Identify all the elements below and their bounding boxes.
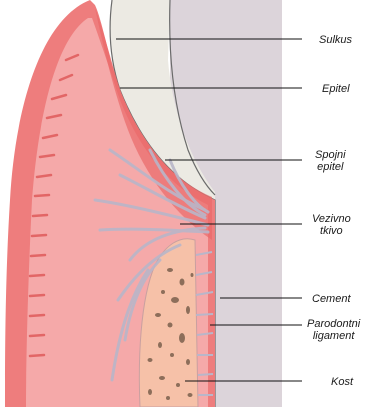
- label-parodontni-ligament-line2: ligament: [307, 330, 360, 342]
- label-epitel: Epitel: [322, 83, 350, 95]
- label-sulkus: Sulkus: [319, 34, 352, 46]
- label-vezivno-tkivo-line1: Vezivno: [312, 213, 351, 225]
- label-kost: Kost: [331, 376, 353, 388]
- label-cement: Cement: [312, 293, 351, 305]
- label-parodontni-ligament: Parodontni ligament: [307, 318, 360, 342]
- label-vezivno-tkivo-line2: tkivo: [312, 225, 351, 237]
- label-spojni-epitel-line1: Spojni: [315, 149, 346, 161]
- label-parodontni-ligament-line1: Parodontni: [307, 318, 360, 330]
- label-vezivno-tkivo: Vezivno tkivo: [312, 213, 351, 237]
- label-spojni-epitel-line2: epitel: [315, 161, 346, 173]
- label-spojni-epitel: Spojni epitel: [315, 149, 346, 173]
